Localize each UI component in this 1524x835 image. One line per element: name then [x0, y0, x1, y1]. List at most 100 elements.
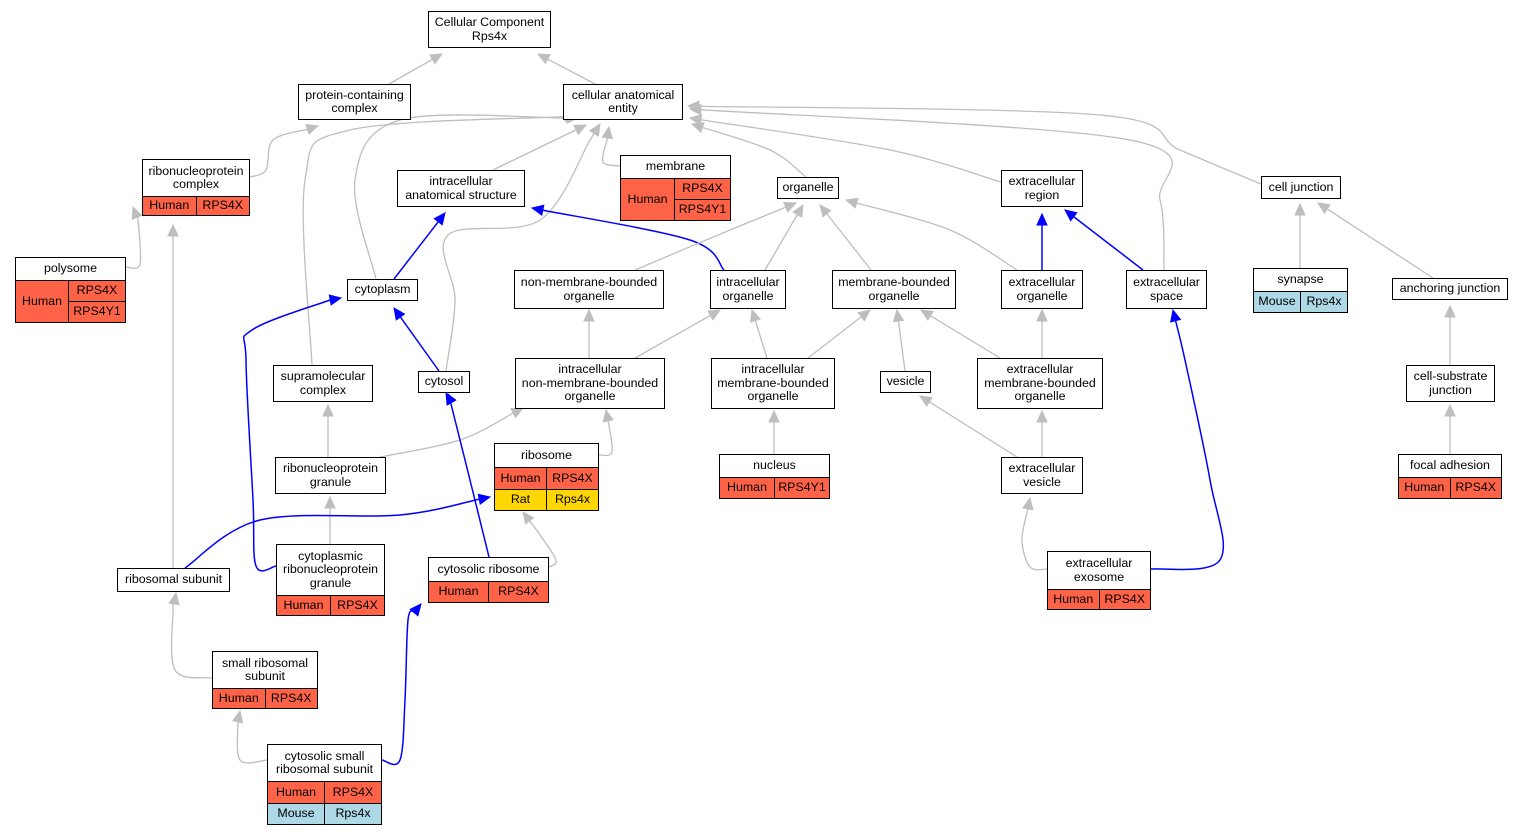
edge-arrowhead	[510, 407, 525, 419]
term-node-er[interactable]: extracellular region	[1001, 170, 1083, 207]
term-label: ribosome	[521, 447, 572, 462]
term-node-cytoplasm[interactable]: cytoplasm	[347, 279, 418, 301]
edge-line	[302, 115, 567, 366]
term-node-cj[interactable]: cell junction	[1261, 176, 1341, 199]
edge-line	[399, 315, 440, 372]
edge-line	[634, 206, 787, 271]
edge-rnpg-smc-is_a	[322, 403, 334, 457]
edge-ev-embo-is_a	[1036, 409, 1048, 457]
edge-imbo-io-is_a	[749, 308, 768, 359]
edge-line	[236, 716, 268, 764]
edge-line	[541, 209, 725, 271]
edge-arrowhead	[819, 204, 832, 218]
term-node-pcc[interactable]: protein-containing complex	[298, 84, 411, 120]
term-node-io[interactable]: intracellular organelle	[710, 270, 786, 309]
species-cell: Human	[149, 198, 190, 213]
species-cell: Human	[218, 690, 259, 705]
edge-line	[249, 128, 309, 178]
edge-arrowhead	[305, 123, 320, 135]
edge-csj-aj-is_a	[1444, 304, 1456, 365]
term-node-rs[interactable]: ribosomal subunit	[117, 568, 230, 592]
term-node-vesicle[interactable]: vesicle	[880, 371, 931, 393]
term-node-csj[interactable]: cell-substrate junction	[1406, 365, 1495, 402]
edge-line	[442, 130, 597, 372]
species-cell: Human	[438, 584, 479, 599]
gene-cell: RPS4Y1	[69, 301, 125, 322]
edge-arrowhead	[892, 308, 905, 323]
edge-arrowhead	[1036, 409, 1048, 423]
term-label: synapse	[1277, 272, 1324, 287]
term-node-embo[interactable]: extracellular membrane-bounded organelle	[977, 358, 1103, 409]
edge-rnp-pcc-is_a	[249, 123, 320, 178]
gene-cell: Rps4x	[1300, 292, 1347, 312]
term-label: ribonucleoprotein granule	[282, 461, 379, 489]
species-cell: Mouse	[277, 806, 315, 820]
species-cell: Human	[1053, 591, 1094, 606]
term-node-organelle[interactable]: organelle	[777, 177, 839, 199]
edge-arrowhead	[167, 223, 179, 237]
gene-cell: Rps4x	[546, 489, 598, 510]
edge-embo-eo-is_a	[1036, 308, 1048, 358]
edge-cytosol-cytoplasm-part_of	[393, 307, 440, 372]
term-node-nmbo[interactable]: non-membrane-bounded organelle	[514, 270, 664, 309]
edge-line	[1021, 507, 1048, 571]
term-node-smc[interactable]: supramolecular complex	[273, 365, 373, 402]
term-label: anchoring junction	[1399, 281, 1501, 296]
term-node-es[interactable]: extracellular space	[1126, 270, 1207, 309]
gene-cell: Rps4x	[324, 803, 381, 824]
edge-arrowhead	[1316, 202, 1331, 215]
edge-er-cae-is_a	[688, 114, 1002, 183]
term-node-mbo[interactable]: membrane-bounded organelle	[832, 270, 956, 309]
term-node-root[interactable]: Cellular Component Rps4x	[428, 11, 551, 48]
term-label: cytosolic small ribosomal subunit	[275, 748, 374, 776]
term-node-eo[interactable]: extracellular organelle	[1001, 270, 1083, 309]
edge-exo-es-part_of	[1150, 308, 1225, 571]
edge-cytosol-cae-is_a	[442, 122, 601, 372]
term-label: supramolecular complex	[280, 369, 366, 397]
term-node-imbo[interactable]: intracellular membrane-bounded organelle	[711, 358, 835, 409]
edge-arrowhead	[1022, 496, 1034, 511]
term-node-aj[interactable]: anchoring junction	[1392, 278, 1508, 300]
edge-arrowhead	[131, 205, 143, 220]
term-label: membrane	[645, 159, 706, 174]
edge-inmbo-io-is_a	[634, 309, 722, 359]
term-label: cellular anatomical entity	[571, 87, 675, 115]
species-cell: Rat	[510, 492, 531, 506]
term-label: extracellular region	[1008, 174, 1076, 202]
edge-crnpg-rnpg-is_a	[324, 495, 336, 544]
term-node-ias[interactable]: intracellular anatomical structure	[397, 170, 525, 207]
edge-rs-ribosome-part_of	[184, 493, 492, 569]
edge-eo-organelle-is_a	[844, 197, 1018, 271]
term-node-cae[interactable]: cellular anatomical entity	[563, 84, 683, 120]
edge-arrowhead	[857, 309, 871, 322]
term-label: membrane-bounded organelle	[838, 275, 950, 303]
term-node-inmbo[interactable]: intracellular non-membrane-bounded organ…	[515, 358, 665, 409]
term-node-cytosol[interactable]: cytosol	[418, 371, 470, 393]
edge-eo-er-part_of	[1036, 212, 1048, 270]
term-node-ev[interactable]: extracellular vesicle	[1001, 457, 1083, 494]
edge-ribosome-inmbo-is_a	[598, 408, 614, 457]
gene-cell: RPS4X	[330, 596, 384, 615]
term-label: polysome	[43, 261, 98, 276]
species-cell: Human	[283, 597, 324, 612]
species-cell: Human	[1404, 480, 1445, 495]
term-node-rnpg[interactable]: ribonucleoprotein granule	[275, 457, 386, 494]
edge-ev-vesicle-is_a	[918, 395, 1018, 458]
term-label: small ribosomal subunit	[221, 655, 309, 683]
